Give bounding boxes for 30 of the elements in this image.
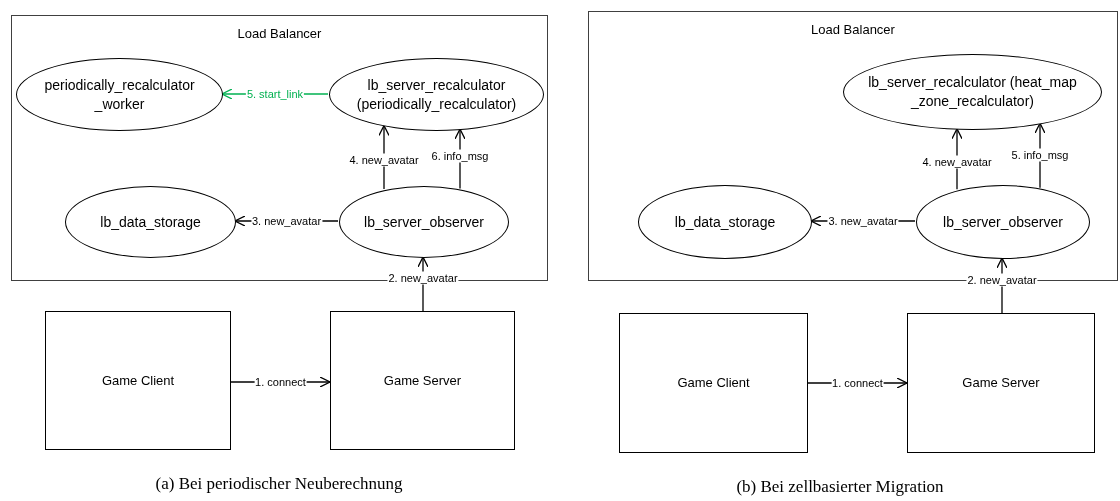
component-box (45, 311, 231, 450)
node-label: lb_server_recalculator (heat_map_zone_recalculator) (867, 73, 1078, 111)
node-label: lb_server_observer (364, 212, 484, 232)
component-box (330, 311, 515, 450)
frame-title: Load Balancer (237, 25, 322, 43)
node-label: lb_server_recalculator (periodically_recalculator) (355, 75, 518, 114)
node-label: lb_data_storage (674, 212, 776, 232)
edge-label: 3. new_avatar (827, 214, 899, 228)
edge-label: 4. new_avatar (921, 155, 993, 169)
node-label: lb_server_observer (943, 212, 1063, 232)
edge-label: 5. start_link (245, 87, 305, 101)
subfigure-caption: (b) Bei zellbasierter Migration (736, 476, 944, 499)
node-label: Game Client (101, 371, 175, 390)
edge-label: 5. info_msg (1010, 148, 1070, 162)
edge-label: 2. new_avatar (966, 273, 1038, 287)
node-label: Game Server (962, 374, 1040, 393)
edge-label: 1. connect (254, 375, 307, 389)
subfigure-caption: (a) Bei periodischer Neuberechnung (155, 473, 403, 496)
node-label: lb_data_storage (100, 212, 201, 232)
node-label: Game Server (383, 371, 462, 390)
node-label: Game Client (677, 374, 750, 393)
edge-label: 3. new_avatar (250, 214, 323, 228)
component-box (619, 313, 808, 453)
edge-label: 6. info_msg (430, 149, 490, 163)
node-label: periodically_recalculator_worker (43, 75, 196, 114)
component-box (907, 313, 1095, 453)
edge-label: 1. connect (831, 376, 884, 390)
edge-label: 4. new_avatar (348, 153, 420, 167)
frame-title: Load Balancer (811, 21, 895, 39)
edge-label: 2. new_avatar (387, 271, 459, 284)
